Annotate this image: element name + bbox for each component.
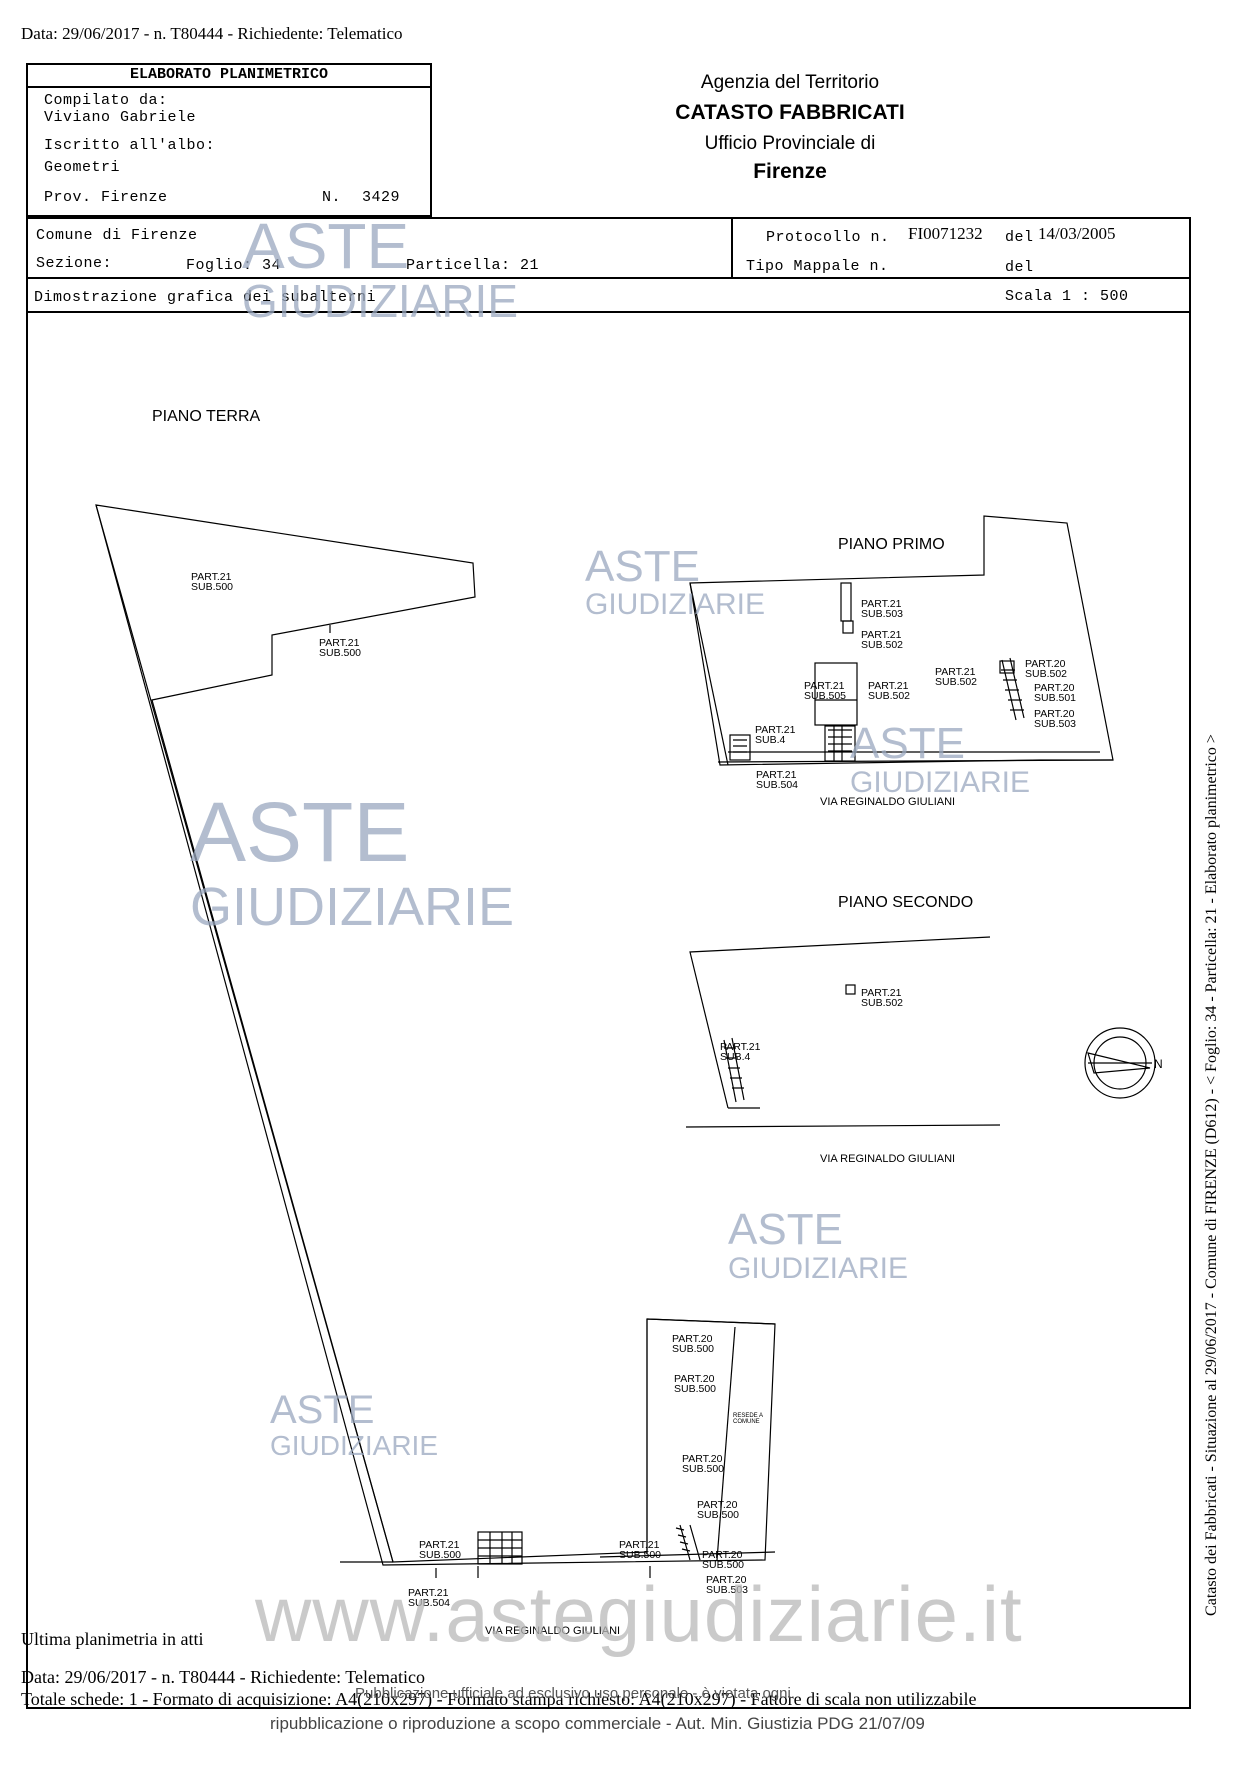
- compilato-name: Viviano Gabriele: [44, 109, 197, 126]
- footer-pub-line2: ripubblicazione o riproduzione a scopo c…: [270, 1714, 925, 1733]
- watermark-aste-5: ASTE: [728, 1205, 843, 1254]
- street-terra: VIA REGINALDO GIULIANI: [485, 1625, 621, 1637]
- watermark-giudiziarie-2: GIUDIZIARIE: [585, 588, 766, 621]
- scala: Scala 1 : 500: [1005, 288, 1129, 305]
- agency-line4: Firenze: [753, 160, 827, 183]
- info-divider: [26, 277, 1191, 279]
- watermark-giudiziarie-1: GIUDIZIARIE: [242, 275, 519, 327]
- foglio: Foglio: 34: [186, 257, 282, 274]
- piano-secondo-title: PIANO SECONDO: [838, 894, 974, 911]
- piano-primo-title: PIANO PRIMO: [838, 536, 945, 553]
- protocollo-date: 14/03/2005: [1038, 224, 1116, 243]
- watermark-giudiziarie-5: GIUDIZIARIE: [728, 1252, 909, 1285]
- protocollo-label: Protocollo n.: [766, 229, 890, 246]
- header-line: Data: 29/06/2017 - n. T80444 - Richieden…: [21, 24, 403, 43]
- watermark-aste-3: ASTE: [850, 719, 965, 768]
- info-vdivider: [731, 217, 733, 277]
- watermark-giudiziarie-4: GIUDIZIARIE: [190, 877, 515, 937]
- agency-line1: Agenzia del Territorio: [700, 72, 880, 93]
- street-secondo: VIA REGINALDO GIULIANI: [820, 1153, 956, 1165]
- n-value: 3429: [362, 189, 401, 206]
- elaborato-box: [26, 63, 432, 217]
- street-primo: VIA REGINALDO GIULIANI: [820, 796, 956, 808]
- watermark-aste-6: ASTE: [270, 1388, 375, 1432]
- particella: Particella: 21: [406, 257, 540, 274]
- label-corte: RESEDE A COMUNE: [733, 1413, 763, 1425]
- watermark-aste-1: ASTE: [242, 210, 410, 282]
- iscritto-label: Iscritto all'albo:: [44, 137, 216, 154]
- footer-pub-line1: Pubblicazione ufficiale ad esclusivo uso…: [355, 1685, 791, 1702]
- watermark-giudiziarie-3: GIUDIZIARIE: [850, 766, 1031, 799]
- agency-line3: Ufficio Provinciale di: [704, 133, 876, 154]
- agency-line2: CATASTO FABBRICATI: [675, 101, 905, 124]
- protocollo-value: FI0071232: [908, 224, 983, 243]
- subtitle: Dimostrazione grafica dei subalterni: [34, 289, 377, 306]
- piano-terra-outline: [95, 504, 776, 1566]
- footer-data-line: Data: 29/06/2017 - n. T80444 - Richieden…: [21, 1667, 425, 1687]
- watermark-giudiziarie-6: GIUDIZIARIE: [270, 1430, 439, 1461]
- piano-secondo-outline: [689, 936, 991, 1109]
- watermark-aste-2: ASTE: [585, 542, 700, 591]
- watermark-site: www.astegiudiziarie.it: [255, 1570, 1023, 1658]
- del-label: del: [1005, 229, 1034, 246]
- piano-primo-outline: [689, 515, 1114, 766]
- prov-label: Prov. Firenze: [44, 189, 168, 206]
- footer-ultima: Ultima planimetria in atti: [21, 1629, 204, 1649]
- watermark-aste-4: ASTE: [190, 785, 410, 879]
- n-label: N.: [322, 189, 342, 206]
- main-frame: [26, 217, 1191, 1709]
- elaborato-title: ELABORATO PLANIMETRICO: [129, 66, 329, 83]
- side-caption: Catasto dei Fabbricati - Situazione al 2…: [1203, 734, 1220, 1616]
- del2-label: del: [1005, 259, 1034, 276]
- elaborato-divider: [26, 86, 432, 88]
- sezione-label: Sezione:: [36, 255, 113, 272]
- north-compass: [1084, 1027, 1156, 1099]
- iscritto-value: Geometri: [44, 159, 121, 176]
- north-label: N: [1154, 1057, 1163, 1071]
- tipo-mappale-label: Tipo Mappale n.: [746, 258, 889, 275]
- piano-terra-title: PIANO TERRA: [152, 408, 261, 425]
- subtitle-divider: [26, 311, 1191, 313]
- comune: Comune di Firenze: [36, 227, 198, 244]
- footer-totale-line: Totale schede: 1 - Formato di acquisizio…: [21, 1689, 977, 1709]
- compilato-label: Compilato da:: [44, 92, 168, 109]
